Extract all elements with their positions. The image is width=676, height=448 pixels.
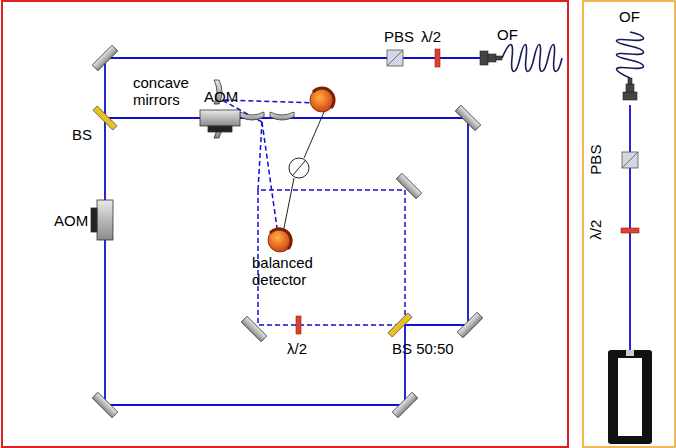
- photodiode: [268, 88, 334, 252]
- detector-wire: [284, 112, 324, 228]
- component-label: balanced detector: [252, 254, 324, 289]
- component-label: OF: [497, 26, 518, 43]
- component-label: PBS: [384, 28, 414, 45]
- component-label: AOM: [54, 212, 88, 229]
- aom: [91, 110, 240, 240]
- fiber-coil: [502, 32, 644, 78]
- component-label: λ/2: [421, 28, 441, 45]
- beam-splitter: [93, 106, 412, 337]
- fiber-coupler: [480, 51, 637, 100]
- component-label: OF: [619, 8, 640, 25]
- frame: [583, 1, 675, 447]
- waveplate: [296, 49, 639, 334]
- beam: [105, 58, 630, 405]
- laser: [608, 350, 652, 444]
- component-label: λ/2: [587, 220, 604, 240]
- beam-dashed: [222, 100, 405, 325]
- component-label: PBS: [587, 145, 604, 175]
- frame: [2, 1, 568, 447]
- component-label: BS: [72, 126, 92, 143]
- component-label: λ/2: [287, 340, 307, 357]
- component-label: concave mirrors: [133, 74, 209, 109]
- component-label: AOM: [204, 88, 238, 105]
- component-label: BS 50:50: [392, 340, 454, 357]
- mirror: [92, 45, 482, 417]
